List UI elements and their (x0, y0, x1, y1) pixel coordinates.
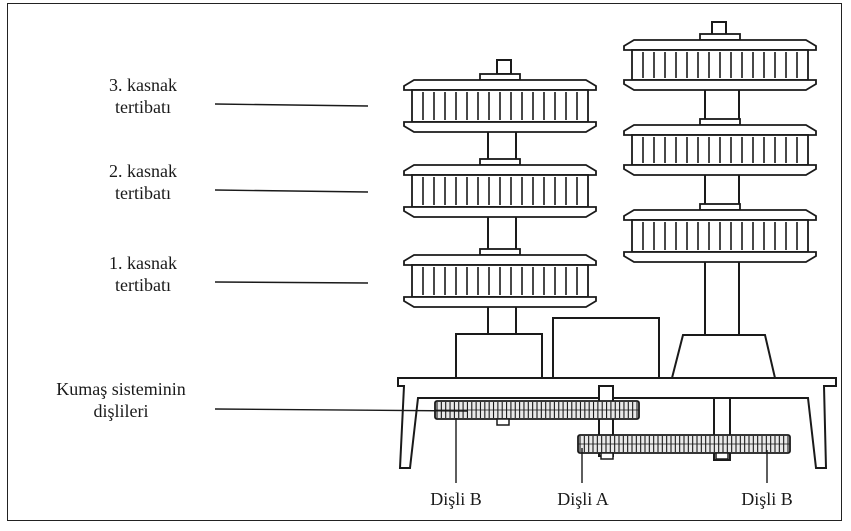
label-pulley1-line2: tertibatı (78, 274, 208, 296)
label-fabric-line1: Kumaş sisteminin (36, 378, 206, 400)
left-support-block (456, 334, 542, 378)
right-pulley-bottom-top-flange (624, 210, 816, 220)
label-pulley1-line1: 1. kasnak (78, 252, 208, 274)
label-pulley-assembly-1: 1. kasnak tertibatı (78, 252, 208, 296)
gear-a-hub (601, 453, 613, 459)
left-shaft-cap (497, 60, 511, 74)
left-pulley-1-top-flange (404, 255, 596, 265)
right-pulley-top (624, 34, 816, 90)
left-pulley-2-top-flange (404, 165, 596, 175)
leader-pulley1 (215, 282, 368, 283)
label-fabric-line2: dişlileri (36, 400, 206, 422)
label-pulley-assembly-3: 3. kasnak tertibatı (78, 74, 208, 118)
right-pulley-middle-bottom-flange (624, 165, 816, 175)
label-pulley2-line1: 2. kasnak (78, 160, 208, 182)
gear-b-left-hub (497, 419, 509, 425)
label-pulley-assembly-2: 2. kasnak tertibatı (78, 160, 208, 204)
label-pulley3-line2: tertibatı (78, 96, 208, 118)
right-pulley-middle (624, 119, 816, 175)
left-pulley-2 (404, 159, 596, 217)
gear-b-right-hub (716, 453, 728, 459)
left-pulley-2-bottom-flange (404, 207, 596, 217)
leader-pulley3 (215, 104, 368, 106)
right-support-base (672, 335, 775, 378)
left-pulley-3-top-flange (404, 80, 596, 90)
label-pulley2-line2: tertibatı (78, 182, 208, 204)
label-gear-b-left: Dişli B (416, 488, 496, 510)
right-pulley-top-top-flange (624, 40, 816, 50)
gear-b-left (435, 401, 639, 419)
left-pulley-3-bottom-flange (404, 122, 596, 132)
label-gear-a: Dişli A (543, 488, 623, 510)
gear-a-and-b-right (578, 435, 790, 453)
right-pulley-bottom-bottom-flange (624, 252, 816, 262)
left-pulley-1 (404, 249, 596, 307)
left-pulley-1-bottom-flange (404, 297, 596, 307)
label-fabric-system-gears: Kumaş sisteminin dişlileri (36, 378, 206, 422)
right-pulley-middle-top-flange (624, 125, 816, 135)
middle-block (553, 318, 659, 378)
leader-pulley2 (215, 190, 368, 192)
leader-fabric (215, 409, 468, 411)
label-gear-b-right: Dişli B (727, 488, 807, 510)
label-pulley3-line1: 3. kasnak (78, 74, 208, 96)
right-pulley-bottom (624, 204, 816, 262)
pulleys (404, 34, 816, 307)
left-pulley-3 (404, 74, 596, 132)
base-frame (398, 378, 836, 468)
right-pulley-top-bottom-flange (624, 80, 816, 90)
